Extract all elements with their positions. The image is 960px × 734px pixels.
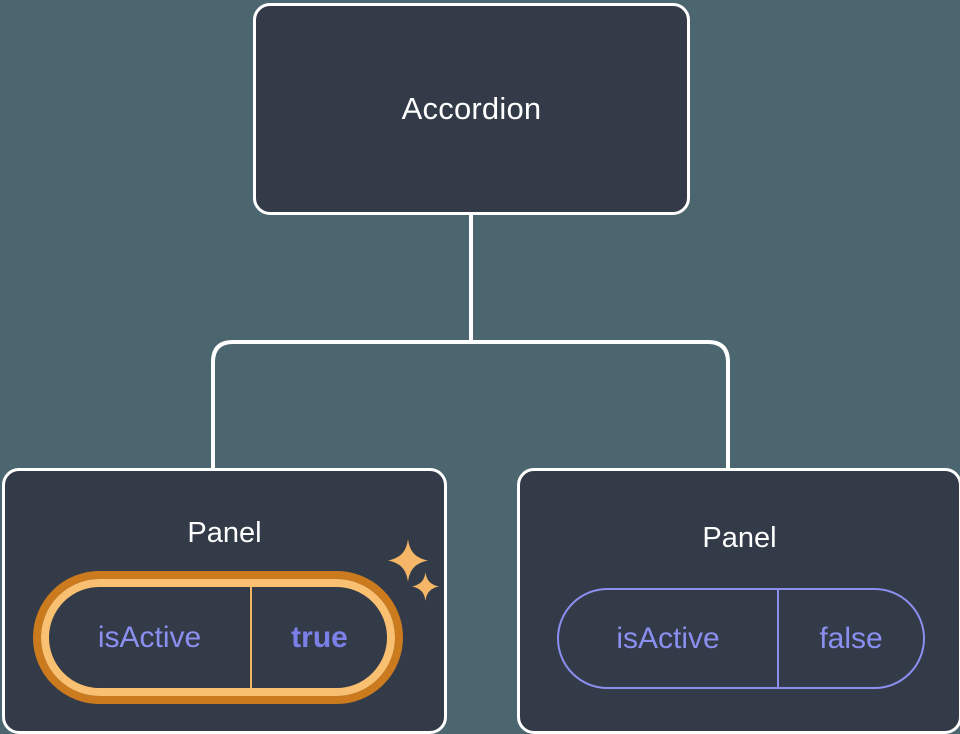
prop-badge-value-right: false	[777, 590, 923, 687]
node-panel-left-label: Panel	[187, 517, 262, 549]
node-accordion[interactable]: Accordion	[253, 3, 690, 215]
node-accordion-label: Accordion	[401, 90, 542, 126]
prop-badge-key-right: isActive	[616, 621, 720, 655]
prop-badge-isactive-true-wrapper[interactable]: isActive true	[33, 571, 403, 704]
prop-badge-key-left: isActive	[97, 620, 202, 654]
prop-badge-inner-ring: isActive true	[41, 579, 395, 696]
prop-badge-highlighted[interactable]: isActive true	[33, 571, 403, 704]
prop-badge-default[interactable]: isActive false	[557, 588, 925, 689]
prop-badge-value-left: true	[250, 587, 387, 688]
connector-branch-bar	[211, 340, 730, 472]
node-panel-right-label: Panel	[702, 522, 777, 554]
prop-badge-isactive-false-wrapper[interactable]: isActive false	[557, 588, 925, 689]
